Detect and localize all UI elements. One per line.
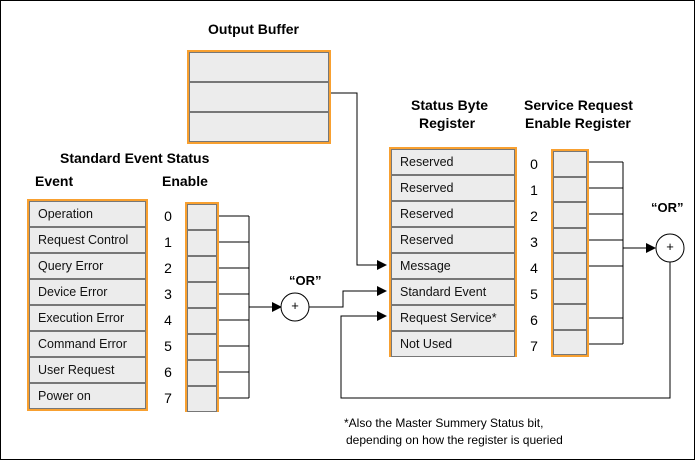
enable-cell: [187, 360, 217, 386]
status-bit-request-service: Request Service*: [391, 305, 515, 331]
event-bit-number: 7: [164, 390, 172, 406]
event-cell-query-error: Query Error: [29, 253, 146, 279]
service-request-title-line1: Service Request: [524, 97, 633, 113]
standard-event-register: Operation Request Control Query Error De…: [27, 199, 148, 411]
event-bit-number: 5: [164, 338, 172, 354]
status-bit-number: 5: [530, 286, 538, 302]
output-buffer-title: Output Buffer: [208, 21, 299, 37]
status-bit-number: 4: [530, 260, 538, 276]
service-enable-cell: [553, 151, 587, 177]
event-bit-number: 1: [164, 234, 172, 250]
output-buffer: [187, 50, 331, 144]
service-enable-cell: [553, 329, 587, 355]
service-enable-cell: [553, 253, 587, 279]
enable-cell: [187, 334, 217, 360]
status-bit-number: 6: [530, 312, 538, 328]
event-header: Event: [35, 173, 74, 189]
or-symbol-right: +: [666, 239, 674, 254]
event-cell-execution-error: Execution Error: [29, 305, 146, 331]
or-label-left: “OR”: [289, 273, 322, 288]
event-cell-power-on: Power on: [29, 383, 146, 409]
status-bit-number: 2: [530, 208, 538, 224]
enable-cell: [187, 230, 217, 256]
or-symbol-left: +: [291, 298, 299, 313]
event-cell-command-error: Command Error: [29, 331, 146, 357]
service-enable-cell: [553, 304, 587, 330]
status-bit-number: 1: [530, 182, 538, 198]
status-byte-title-line2: Register: [419, 115, 476, 131]
standard-event-enable-register: [185, 202, 219, 412]
output-buffer-row: [189, 82, 329, 112]
output-buffer-row: [189, 52, 329, 82]
status-bit-reserved-3: Reserved: [391, 227, 515, 253]
enable-cell: [187, 204, 217, 230]
enable-cell: [187, 256, 217, 282]
status-byte-register: Reserved Reserved Reserved Reserved Mess…: [389, 147, 517, 357]
service-enable-cell: [553, 278, 587, 304]
event-cell-request-control: Request Control: [29, 227, 146, 253]
event-bit-number: 0: [164, 208, 172, 224]
service-enable-cell: [553, 176, 587, 202]
status-bit-reserved-0: Reserved: [391, 149, 515, 175]
event-bit-number: 4: [164, 312, 172, 328]
or-label-right: “OR”: [651, 200, 684, 215]
status-bit-number: 0: [530, 156, 538, 172]
footnote-line1: *Also the Master Summery Status bit,: [344, 416, 544, 430]
enable-fanin-lines: [217, 215, 250, 399]
event-bit-number: 3: [164, 286, 172, 302]
status-byte-title-line1: Status Byte: [411, 97, 489, 113]
event-cell-operation: Operation: [29, 201, 146, 227]
service-enable-cell: [553, 202, 587, 228]
enable-cell: [187, 308, 217, 334]
standard-event-title: Standard Event Status: [60, 150, 210, 166]
status-bit-reserved-1: Reserved: [391, 175, 515, 201]
event-bit-number: 2: [164, 260, 172, 276]
service-enable-cell: [553, 227, 587, 253]
status-bit-number: 7: [530, 338, 538, 354]
status-bit-reserved-2: Reserved: [391, 201, 515, 227]
status-bit-not-used: Not Used: [391, 331, 515, 357]
enable-cell: [187, 386, 217, 412]
status-bit-standard-event: Standard Event: [391, 279, 515, 305]
footnote-line2: depending on how the register is queried: [346, 433, 563, 447]
event-cell-device-error: Device Error: [29, 279, 146, 305]
enable-cell: [187, 282, 217, 308]
feedback-to-request-service-arrow: [340, 262, 671, 399]
event-bit-number: 6: [164, 364, 172, 380]
enable-header: Enable: [162, 173, 208, 189]
service-request-enable-register: [551, 149, 589, 357]
output-buffer-row: [189, 112, 329, 142]
output-buffer-to-message-arrow: [329, 92, 387, 270]
or-to-standard-event-arrow: [309, 286, 387, 308]
service-request-title-line2: Enable Register: [525, 115, 631, 131]
status-bit-message: Message: [391, 253, 515, 279]
event-cell-user-request: User Request: [29, 357, 146, 383]
status-bit-number: 3: [530, 234, 538, 250]
service-enable-fanin-lines: [589, 161, 624, 345]
